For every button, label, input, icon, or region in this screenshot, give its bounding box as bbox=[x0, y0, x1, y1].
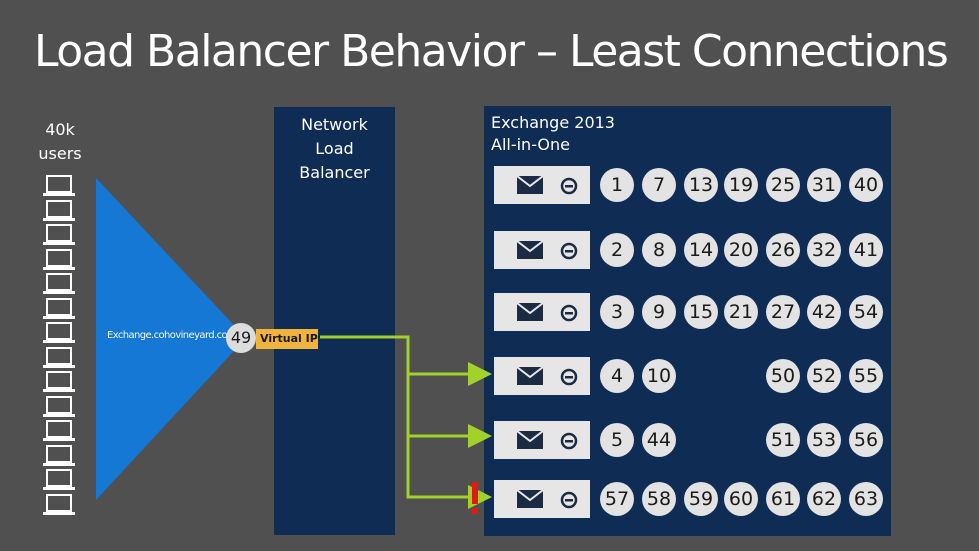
exchange-label: Exchange 2013 All-in-One bbox=[491, 112, 615, 156]
mail-icon bbox=[517, 303, 543, 321]
page-title: Load Balancer Behavior – Least Connectio… bbox=[34, 26, 949, 77]
nlb-label-line1: Network bbox=[301, 115, 368, 134]
connection-badge: 51 bbox=[766, 423, 800, 457]
laptop-icon bbox=[43, 175, 81, 201]
connection-badge: 26 bbox=[766, 233, 800, 267]
connection-badge: 14 bbox=[684, 233, 718, 267]
connection-badge: 9 bbox=[642, 295, 676, 329]
exchange-label-line2: All-in-One bbox=[491, 135, 570, 154]
laptop-icon bbox=[43, 493, 81, 520]
laptop-icon bbox=[43, 346, 81, 373]
laptop-icon bbox=[43, 420, 81, 446]
mail-icon bbox=[517, 490, 543, 508]
connection-badge: 15 bbox=[684, 295, 718, 329]
exchange-server-4 bbox=[494, 357, 590, 395]
vip-connection-count: 49 bbox=[226, 323, 256, 353]
connection-badge: 7 bbox=[642, 168, 676, 202]
exchange-server-5 bbox=[494, 421, 590, 459]
exchange-server-6 bbox=[494, 480, 590, 518]
laptop-icon bbox=[43, 322, 81, 348]
vip-url: Exchange.cohovineyard.com bbox=[107, 330, 235, 341]
laptop-icon bbox=[43, 199, 81, 226]
exchange-logo-icon bbox=[560, 304, 578, 322]
connection-badge: 42 bbox=[807, 295, 841, 329]
connection-badge: 57 bbox=[600, 482, 634, 516]
nlb-panel bbox=[274, 107, 395, 535]
laptop-icon bbox=[43, 273, 81, 299]
connection-badge: 5 bbox=[600, 423, 634, 457]
exchange-server-1 bbox=[494, 166, 590, 204]
users-text: users bbox=[38, 144, 82, 163]
connection-badge: 21 bbox=[724, 295, 758, 329]
connection-badge: 62 bbox=[807, 482, 841, 516]
connection-badge: 41 bbox=[849, 233, 883, 267]
connection-badge: 20 bbox=[724, 233, 758, 267]
connection-badge: 31 bbox=[807, 168, 841, 202]
connection-badge: 53 bbox=[807, 423, 841, 457]
mail-icon bbox=[517, 241, 543, 259]
nlb-label-line3: Balancer bbox=[299, 163, 370, 182]
exchange-server-2 bbox=[494, 231, 590, 269]
connection-badge: 55 bbox=[849, 359, 883, 393]
exchange-logo-icon bbox=[560, 491, 578, 509]
connection-badge: 25 bbox=[766, 168, 800, 202]
laptop-icon bbox=[43, 395, 81, 422]
connection-badge: 1 bbox=[600, 168, 634, 202]
connection-badge: 63 bbox=[849, 482, 883, 516]
connection-badge: 58 bbox=[642, 482, 676, 516]
nlb-label: Network Load Balancer bbox=[274, 113, 395, 185]
connection-badge: 32 bbox=[807, 233, 841, 267]
mail-icon bbox=[517, 431, 543, 449]
connection-badge: 13 bbox=[684, 168, 718, 202]
connection-badge: 4 bbox=[600, 359, 634, 393]
mail-icon bbox=[517, 176, 543, 194]
connection-badge: 61 bbox=[766, 482, 800, 516]
laptop-icon bbox=[43, 297, 81, 324]
route-arrow-server-6 bbox=[320, 335, 492, 509]
laptop-icon bbox=[43, 248, 81, 275]
laptop-icon bbox=[43, 371, 81, 397]
users-label: 40k users bbox=[22, 118, 98, 166]
connection-badge: 2 bbox=[600, 233, 634, 267]
connection-badge: 56 bbox=[849, 423, 883, 457]
connection-badge: 27 bbox=[766, 295, 800, 329]
nlb-label-line2: Load bbox=[315, 139, 354, 158]
connection-badge: 54 bbox=[849, 295, 883, 329]
connection-badge: 59 bbox=[684, 482, 718, 516]
connection-badge: 60 bbox=[724, 482, 758, 516]
mail-icon bbox=[517, 367, 543, 385]
connection-badge: 8 bbox=[642, 233, 676, 267]
exchange-logo-icon bbox=[560, 177, 578, 195]
virtual-ip-tag: Virtual IP bbox=[256, 329, 318, 349]
laptop-icon bbox=[43, 469, 81, 495]
exchange-logo-icon bbox=[560, 368, 578, 386]
exchange-server-3 bbox=[494, 293, 590, 331]
connection-badge: 40 bbox=[849, 168, 883, 202]
users-count: 40k bbox=[45, 120, 75, 139]
connection-badge: 3 bbox=[600, 295, 634, 329]
laptop-icon bbox=[43, 224, 81, 250]
connection-badge: 19 bbox=[724, 168, 758, 202]
exchange-logo-icon bbox=[560, 432, 578, 450]
exchange-logo-icon bbox=[560, 242, 578, 260]
connection-badge: 44 bbox=[642, 423, 676, 457]
exclamation-icon bbox=[472, 482, 478, 514]
laptop-icon bbox=[43, 444, 81, 471]
connection-badge: 50 bbox=[766, 359, 800, 393]
connection-badge: 10 bbox=[642, 359, 676, 393]
exchange-label-line1: Exchange 2013 bbox=[491, 113, 615, 132]
connection-badge: 52 bbox=[807, 359, 841, 393]
